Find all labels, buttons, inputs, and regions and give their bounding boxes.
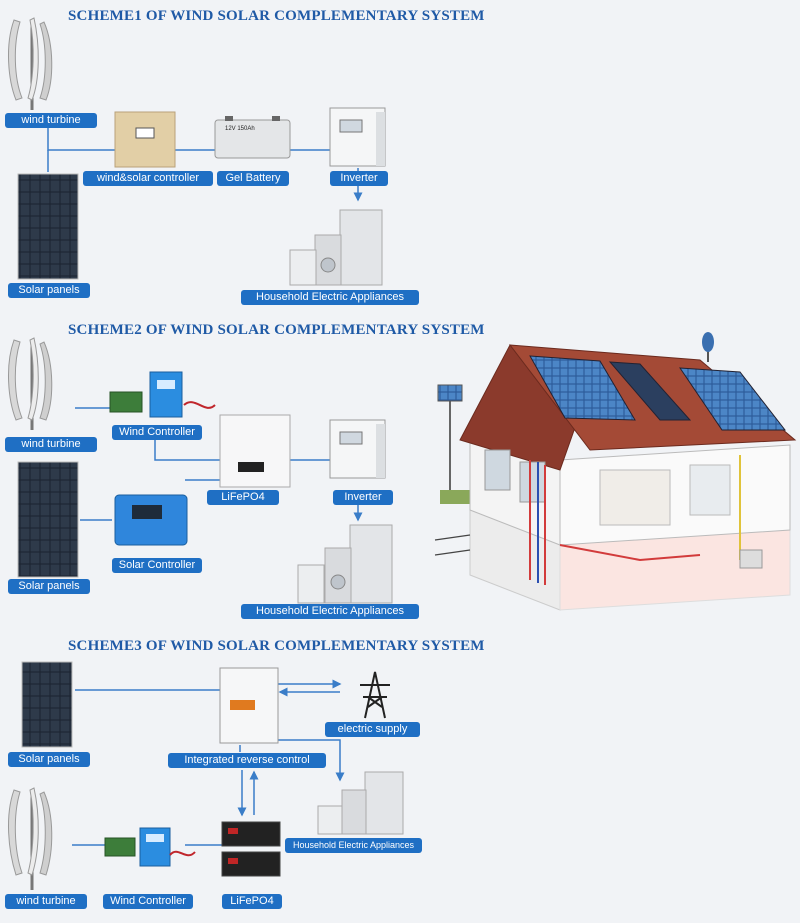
appliances-icon <box>289 209 383 286</box>
battery-icon <box>221 821 281 877</box>
scheme1-battery-label: Gel Battery <box>217 171 289 186</box>
scheme3-battery-label: LiFePO4 <box>222 894 282 909</box>
scheme1-solar-label: Solar panels <box>8 283 90 298</box>
battery-icon <box>214 116 291 159</box>
appliances-icon <box>317 771 404 835</box>
scheme2-inverter-label: Inverter <box>333 490 393 505</box>
wind-turbine-icon <box>8 17 53 110</box>
inverter-icon <box>329 107 386 167</box>
pylon-icon <box>360 671 390 719</box>
controller-icon <box>114 111 176 168</box>
controller-icon <box>109 371 216 418</box>
appliances-icon <box>297 524 393 604</box>
scheme3-appliances-label: Household Electric Appliances <box>285 838 422 853</box>
scheme2-solar-controller-label: Solar Controller <box>112 558 202 573</box>
solar-panel-icon <box>17 173 79 280</box>
scheme2-wind-controller-label: Wind Controller <box>112 425 202 440</box>
scheme2-battery-label: LiFePO4 <box>207 490 279 505</box>
scheme1-title: SCHEME1 OF WIND SOLAR COMPLEMENTARY SYST… <box>68 8 485 24</box>
scheme1-inverter-label: Inverter <box>330 171 388 186</box>
wind-turbine-icon <box>8 337 53 430</box>
battery-icon <box>219 414 291 488</box>
controller-icon <box>104 827 196 867</box>
scheme2-title: SCHEME2 OF WIND SOLAR COMPLEMENTARY SYST… <box>68 322 485 338</box>
scheme3-electric-supply-label: electric supply <box>325 722 420 737</box>
house-icon <box>434 332 797 611</box>
scheme1-wind-turbine-label: wind turbine <box>5 113 97 128</box>
wind-turbine-icon <box>8 787 53 890</box>
battery-rating: 12V 150Ah <box>225 126 255 132</box>
inverter-icon <box>219 667 279 744</box>
scheme1-appliances-label: Household Electric Appliances <box>241 290 419 305</box>
scheme2-appliances-label: Household Electric Appliances <box>241 604 419 619</box>
scheme3-title: SCHEME3 OF WIND SOLAR COMPLEMENTARY SYST… <box>68 638 485 654</box>
scheme3-wind-controller-label: Wind Controller <box>103 894 193 909</box>
scheme3-integrated-label: Integrated reverse control <box>168 753 326 768</box>
scheme3-wind-turbine-label: wind turbine <box>5 894 87 909</box>
scheme2-solar-label: Solar panels <box>8 579 90 594</box>
scheme2-wind-turbine-label: wind turbine <box>5 437 97 452</box>
controller-icon <box>114 494 188 546</box>
scheme3-solar-label: Solar panels <box>8 752 90 767</box>
solar-panel-icon <box>21 661 73 748</box>
inverter-icon <box>329 419 386 479</box>
scheme1-controller-label: wind&solar controller <box>83 171 213 186</box>
solar-panel-icon <box>17 461 79 578</box>
